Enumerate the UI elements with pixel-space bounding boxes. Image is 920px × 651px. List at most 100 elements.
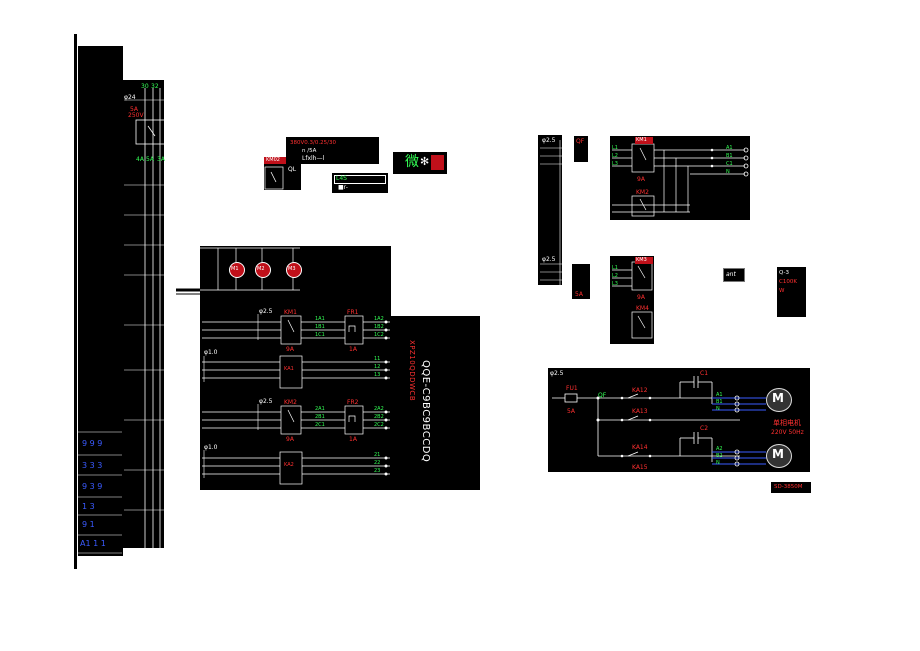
- legend-row-2: 3 3 3: [82, 461, 103, 470]
- switch-box-header: [286, 137, 379, 164]
- emblem-red-tag: [431, 155, 444, 170]
- phase-in-1b: L1: [612, 265, 618, 271]
- motor-circuit-fuse: FU1: [566, 385, 578, 392]
- strip-label-bottom: φ2.5: [542, 256, 556, 263]
- row4-wire-label: φ1.0: [204, 444, 218, 451]
- vertical-red-code: XPZ10QDDWCB: [408, 340, 416, 402]
- row4-out-3: 23: [374, 468, 381, 474]
- q-box-line1: Q-3: [779, 270, 789, 276]
- motor-note-1: 单相电机: [773, 419, 801, 427]
- row1-wire-label: φ2.5: [259, 308, 273, 315]
- row3-out-2: 2B2: [374, 414, 384, 420]
- row3-phase-3: 2C1: [315, 422, 325, 428]
- row1-out-3: 1C2: [374, 332, 384, 338]
- phase-out-4: N: [726, 169, 730, 175]
- row1-phase-3: 1C1: [315, 332, 325, 338]
- contact-ka14: KA14: [632, 444, 648, 451]
- row3-out-3: 2C2: [374, 422, 384, 428]
- legend-row-6: A1 1 1: [80, 539, 106, 548]
- node-label-2: 32: [151, 83, 159, 90]
- row4-out-1: 21: [374, 452, 381, 458]
- legend-row-3: 9 3 9: [82, 482, 103, 491]
- row1-rating: 9A: [286, 346, 294, 353]
- ant-box: [723, 268, 745, 282]
- row2-wire-label: φ1.0: [204, 349, 218, 356]
- qf-label: QF: [576, 138, 585, 145]
- switch-box-title: 380V0.3/0.25/30: [290, 140, 336, 146]
- relay-2-label: KM2: [636, 189, 649, 196]
- left-top-label: φ24: [124, 94, 136, 101]
- motor-note-2: 220V 50Hz: [771, 429, 804, 436]
- relay-switch-symbol: [264, 166, 284, 190]
- motor-3-label: M3: [288, 266, 296, 272]
- fuse-label: 5A: [130, 106, 138, 113]
- motor-circuit-switch: QF: [598, 392, 607, 399]
- motor-bottom-icon: [766, 444, 792, 468]
- contact-ka13: KA13: [632, 408, 648, 415]
- out-top-2: B1: [716, 399, 723, 405]
- row2-out-3: 13: [374, 372, 381, 378]
- phase-in-3b: L3: [612, 281, 618, 287]
- legend-row-1: 9 9 9: [82, 439, 103, 448]
- motor-1-label: M1: [231, 266, 239, 272]
- row4-contact: KA2: [284, 462, 294, 468]
- q-box: [777, 267, 806, 317]
- capacitor-2-label: C2: [700, 425, 709, 432]
- right-strip: [538, 135, 562, 285]
- row3-phase-2: 2B1: [315, 414, 325, 420]
- out-top-3: N: [716, 406, 720, 412]
- relay-1-rating: 9A: [637, 176, 645, 183]
- capacitor-1-label: C1: [700, 370, 709, 377]
- relay-2-rating: 9A: [637, 294, 645, 301]
- q-box-line2: C100K: [779, 279, 797, 285]
- phase-in-2b: L2: [612, 273, 618, 279]
- emblem-icon: ✻: [420, 155, 430, 168]
- contact-ka12: KA12: [632, 387, 648, 394]
- row1-fuse-rating: 1A: [349, 346, 357, 353]
- relay-3-label: KM3: [636, 257, 647, 263]
- contact-ka15: KA15: [632, 464, 648, 471]
- legend-row-5: 9 1: [82, 520, 95, 529]
- qf-box: [574, 136, 588, 162]
- motor-1-icon: [229, 262, 245, 278]
- bus-label-2: 5A: [146, 156, 154, 163]
- node-label-1: 30: [141, 83, 149, 90]
- row1-out-2: 1B2: [374, 324, 384, 330]
- relay-box-text: QL: [288, 166, 297, 173]
- motor-circuit-wire-label: φ2.5: [550, 370, 564, 377]
- row4-out-2: 22: [374, 460, 381, 466]
- relay-box-label: KM02: [266, 157, 280, 163]
- lamp-label: L4S: [336, 175, 347, 182]
- row1-fuse: FR1: [347, 309, 359, 316]
- phase-in-2: L2: [612, 153, 618, 159]
- row2-out-1: 11: [374, 356, 381, 362]
- row1-contact: KM1: [284, 309, 297, 316]
- row3-out-1: 2A2: [374, 406, 384, 412]
- row3-contact: KM2: [284, 399, 297, 406]
- bus-label-3: 3A: [157, 156, 165, 163]
- legend-row-4: 1 3: [82, 502, 95, 511]
- left-panel-body: [78, 46, 123, 556]
- lamp-text: ■r-: [338, 184, 348, 191]
- motor-top-glyph: M: [772, 391, 784, 405]
- motor-bottom-glyph: M: [772, 447, 784, 461]
- motor-circuit-fuse-rating: 5A: [567, 408, 575, 415]
- bus-label-1: 4A: [136, 156, 144, 163]
- footer-tag: [771, 482, 811, 493]
- row3-fuse: FR2: [347, 399, 359, 406]
- switch-box-line2: Lfxlh—l: [302, 155, 325, 162]
- out-bottom-3: N: [716, 460, 720, 466]
- row3-phase-1: 2A1: [315, 406, 325, 412]
- row1-out-1: 1A2: [374, 316, 384, 322]
- main-panel-side: [390, 316, 480, 490]
- relay-1-label: KM1: [636, 137, 647, 143]
- motor-2-label: M2: [257, 266, 265, 272]
- phase-in-3: L3: [612, 161, 618, 167]
- out-bottom-1: A2: [716, 446, 723, 452]
- footer-tag-text: SD-3850M: [774, 484, 803, 490]
